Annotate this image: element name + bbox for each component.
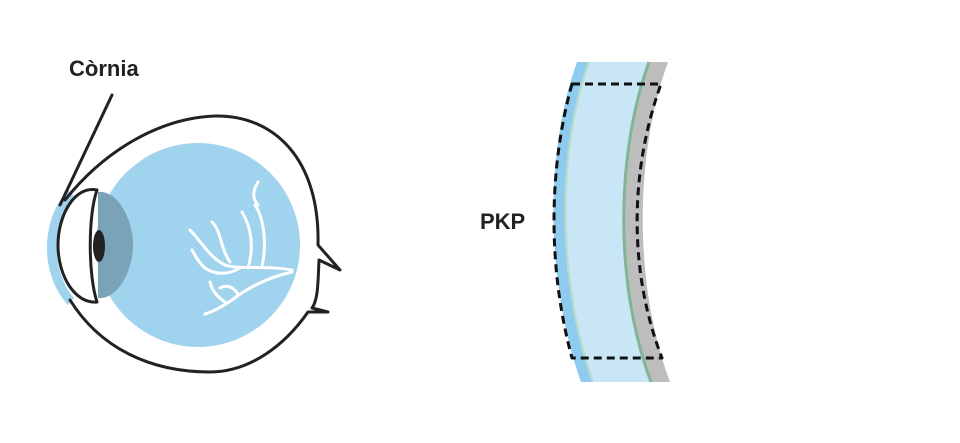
bowman-layer xyxy=(564,61,594,383)
cornea-leader-line xyxy=(58,93,114,207)
vitreous-body xyxy=(96,143,300,347)
pkp-graft-outline xyxy=(552,82,664,360)
cornea-label: Còrnia xyxy=(69,56,139,81)
cornea-layers-icon xyxy=(552,61,670,383)
cornea-highlight xyxy=(46,190,74,305)
descemet-layer xyxy=(622,61,653,383)
eye-cross-section-icon xyxy=(46,93,342,374)
iris xyxy=(98,191,133,299)
pkp-label: PKP xyxy=(480,209,526,234)
endothelium-layer xyxy=(622,62,670,382)
retinal-vessels xyxy=(188,180,294,316)
sclera-outline xyxy=(63,114,342,374)
pupil xyxy=(93,230,105,262)
epithelium-layer xyxy=(553,62,592,382)
lens xyxy=(56,188,99,304)
